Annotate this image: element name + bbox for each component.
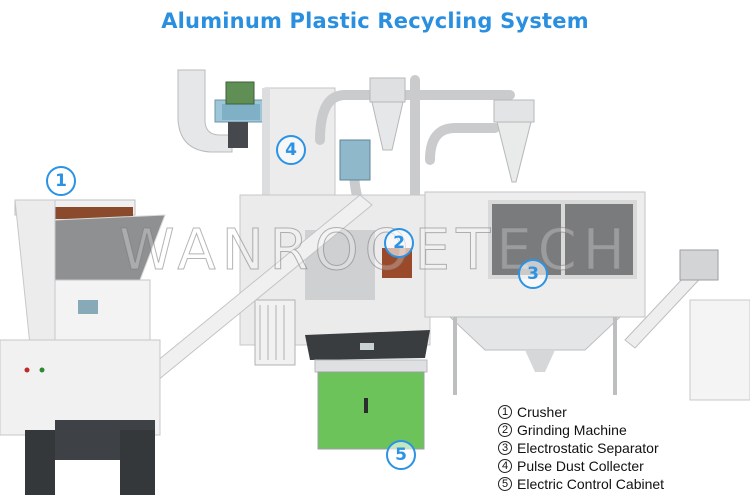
cyclones (339, 77, 535, 183)
legend-label: Pulse Dust Collecter (517, 458, 644, 474)
electric-control-cabinet (305, 330, 430, 450)
output-conveyor (624, 249, 750, 401)
legend-number: 3 (498, 441, 512, 455)
crusher (0, 199, 166, 495)
legend-number: 2 (498, 423, 512, 437)
component-legend: 1 Crusher 2 Grinding Machine 3 Electrost… (498, 403, 664, 493)
legend-number: 1 (498, 405, 512, 419)
legend-item: 5 Electric Control Cabinet (498, 475, 664, 493)
legend-label: Electrostatic Separator (517, 440, 659, 456)
legend-number: 4 (498, 459, 512, 473)
legend-label: Electric Control Cabinet (517, 476, 665, 492)
callout-badge-3: 3 (518, 259, 548, 289)
callout-badge-1: 1 (46, 166, 76, 196)
legend-item: 1 Crusher (498, 403, 664, 421)
legend-item: 2 Grinding Machine (498, 421, 664, 439)
legend-number: 5 (498, 477, 512, 491)
page-title: Aluminum Plastic Recycling System (161, 9, 589, 33)
legend-label: Crusher (517, 404, 567, 420)
legend-label: Grinding Machine (517, 422, 627, 438)
watermark-text: WANROOETECH (119, 218, 631, 284)
legend-item: 3 Electrostatic Separator (498, 439, 664, 457)
callout-badge-5: 5 (386, 440, 416, 470)
legend-item: 4 Pulse Dust Collecter (498, 457, 664, 475)
callout-badge-2: 2 (384, 228, 414, 258)
electrostatic-separator (424, 191, 646, 395)
callout-badge-4: 4 (276, 135, 306, 165)
